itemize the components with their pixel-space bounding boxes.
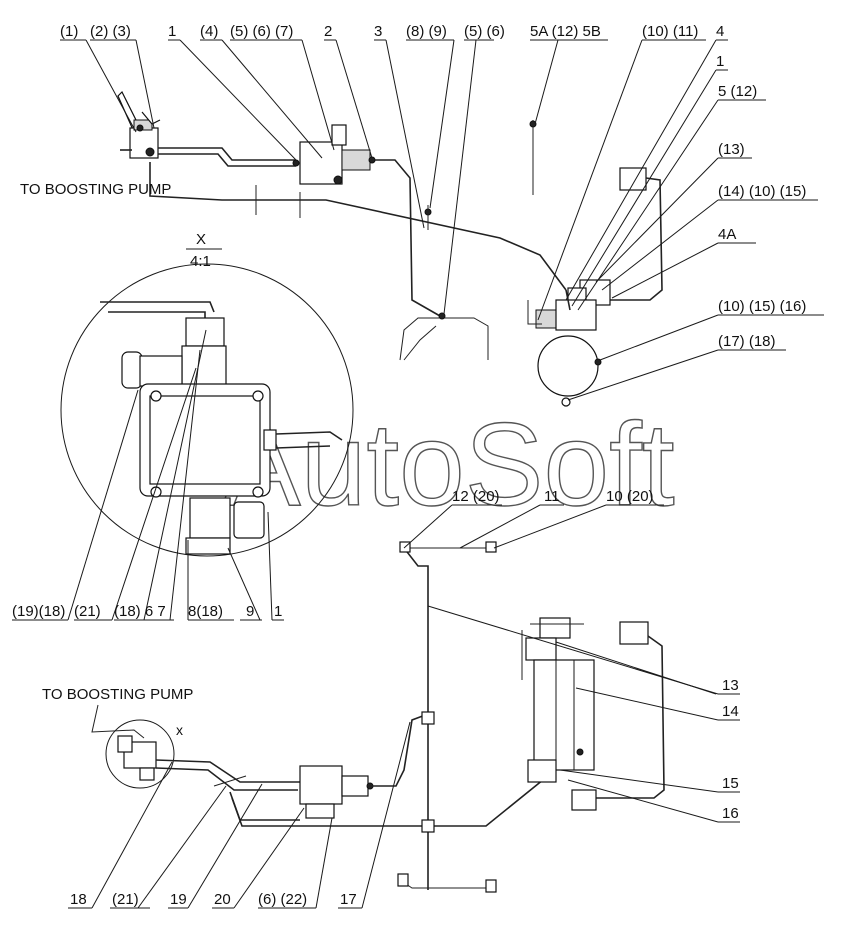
detail-scale: 4:1 <box>190 253 211 270</box>
callout-lower-right-2: 14 <box>722 703 739 720</box>
bottom-right-assembly <box>521 617 665 811</box>
detail-x: X 4:1 <box>60 231 354 557</box>
callout-bottom-4: 20 <box>214 891 231 908</box>
callout-detail-5: 9 <box>246 603 254 620</box>
callouts-lower-right: 13 14 15 16 <box>722 677 739 822</box>
to-boosting-pump-bottom: TO BOOSTING PUMP <box>42 686 193 703</box>
callouts-right: 1 5 (12) (13) (14) (10) (15) 4A (10) (15… <box>716 53 806 350</box>
bottom-assembly: x <box>91 541 665 893</box>
callout-lower-right-4: 16 <box>722 805 739 822</box>
callout-top-3: 1 <box>168 23 176 40</box>
leaders <box>12 39 824 909</box>
callout-detail-4: 8(18) <box>188 603 223 620</box>
callout-detail-6: 1 <box>274 603 282 620</box>
watermark: AutoSoft <box>222 399 675 531</box>
callout-right-5: 4A <box>718 226 736 243</box>
top-left-valve <box>117 90 161 159</box>
callout-right-6: (10) (15) (16) <box>718 298 806 315</box>
callout-top-1: (1) <box>60 23 78 40</box>
callout-top-2: (2) (3) <box>90 23 131 40</box>
top-assembly <box>117 90 663 407</box>
callout-detail-3: (18) 6 7 <box>114 603 166 620</box>
top-right-cluster <box>527 167 663 407</box>
callouts-middle: 12 (20) 11 10 (20) <box>452 488 654 505</box>
callout-bottom-5: (6) (22) <box>258 891 307 908</box>
callout-bottom-1: 18 <box>70 891 87 908</box>
callout-right-3: (13) <box>718 141 745 158</box>
callout-bottom-2: (21) <box>112 891 139 908</box>
callout-lower-right-3: 15 <box>722 775 739 792</box>
callouts-top: (1) (2) (3) 1 (4) (5) (6) (7) 2 3 (8) (9… <box>60 23 724 40</box>
callout-top-7: 3 <box>374 23 382 40</box>
callout-top-12: 4 <box>716 23 724 40</box>
detail-name: X <box>196 231 206 248</box>
callout-top-4: (4) <box>200 23 218 40</box>
callout-top-5: (5) (6) (7) <box>230 23 293 40</box>
callout-top-9: (5) (6) <box>464 23 505 40</box>
callout-right-2: 5 (12) <box>718 83 757 100</box>
callout-right-4: (14) (10) (15) <box>718 183 806 200</box>
callout-middle-3: 10 (20) <box>606 488 654 505</box>
callout-bottom-6: 17 <box>340 891 357 908</box>
callout-lower-right-1: 13 <box>722 677 739 694</box>
detail-ref: x <box>176 722 183 738</box>
callout-middle-2: 11 <box>544 488 560 505</box>
callout-top-10: 5A (12) 5B <box>530 23 601 40</box>
callout-top-11: (10) (11) <box>642 23 698 40</box>
callout-top-8: (8) (9) <box>406 23 447 40</box>
top-center-valve <box>292 124 371 185</box>
callout-bottom-3: 19 <box>170 891 187 908</box>
callout-detail-2: (21) <box>74 603 101 620</box>
callouts-detail: (19)(18) (21) (18) 6 7 8(18) 9 1 <box>12 603 282 620</box>
callout-top-6: 2 <box>324 23 332 40</box>
callout-middle-1: 12 (20) <box>452 488 500 505</box>
callouts-bottom: 18 (21) 19 20 (6) (22) 17 <box>70 891 357 908</box>
callout-detail-1: (19)(18) <box>12 603 65 620</box>
callout-right-7: (17) (18) <box>718 333 776 350</box>
to-boosting-pump-top: TO BOOSTING PUMP <box>20 181 171 198</box>
callout-right-1: 1 <box>716 53 724 70</box>
